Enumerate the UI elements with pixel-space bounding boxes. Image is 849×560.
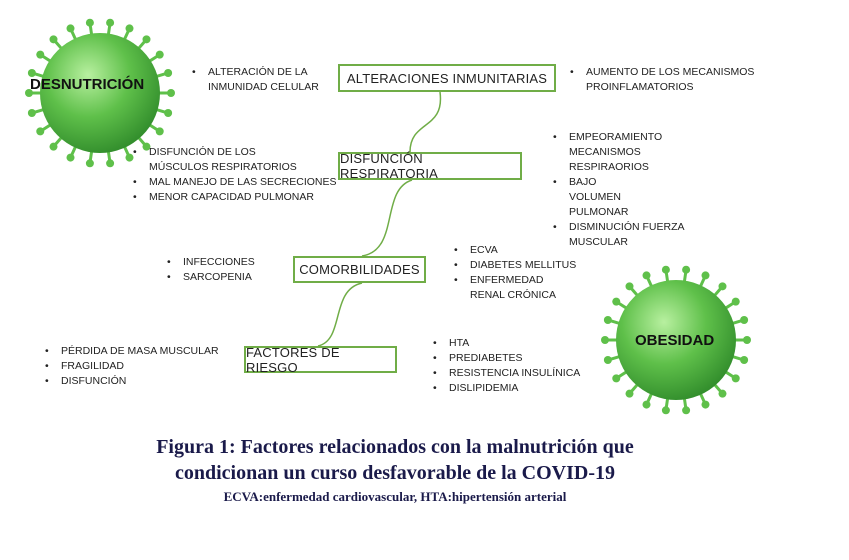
virus-spike-tip <box>85 159 94 168</box>
virus-spike-tip <box>49 35 58 44</box>
virus-spike-tip <box>625 389 634 398</box>
virus-spike-tip <box>49 142 58 151</box>
virus-label-obesidad: OBESIDAD <box>635 332 715 349</box>
list-item: DIABETES MELLITUS <box>454 258 600 273</box>
virus-spike-tip <box>642 271 651 280</box>
list-item: DISLIPIDEMIA <box>433 381 609 396</box>
virus-spike-tip <box>36 127 45 136</box>
list-item: AUMENTO DE LOS MECANISMOS PROINFLAMATORI… <box>570 65 786 95</box>
virus-spike-tip <box>66 153 75 162</box>
virus-spike-tip <box>155 50 164 59</box>
list-item: ECVA <box>454 243 600 258</box>
list-item: MENOR CAPACIDAD PULMONAR <box>133 190 349 205</box>
virus-spike-tip <box>740 356 749 365</box>
list-immune-right: AUMENTO DE LOS MECANISMOS PROINFLAMATORI… <box>568 65 786 95</box>
connector-3 <box>317 282 363 347</box>
list-item: FRAGILIDAD <box>45 359 251 374</box>
caption-note: ECVA:enfermedad cardiovascular, HTA:hipe… <box>223 489 567 504</box>
virus-spike-tip <box>142 35 151 44</box>
virus-desnutricion-icon <box>25 18 175 168</box>
list-item: HTA <box>433 336 609 351</box>
virus-spike-tip <box>682 265 691 274</box>
virus-spike-tip <box>603 315 612 324</box>
virus-spike-tip <box>701 400 710 409</box>
list-risk-left: PÉRDIDA DE MASA MUSCULAR FRAGILIDAD DISF… <box>43 344 251 389</box>
virus-spike-tip <box>612 374 621 383</box>
list-item: PREDIABETES <box>433 351 609 366</box>
virus-spike-tip <box>164 68 173 77</box>
box-alteraciones-inmunitarias: ALTERACIONES INMUNITARIAS <box>338 64 556 92</box>
virus-spike-tip <box>167 89 175 97</box>
virus-spike-tip <box>106 159 115 168</box>
box-disfuncion-respiratoria: DISFUNCIÓN RESPIRATORIA <box>338 151 522 181</box>
list-item: ENFERMEDAD RENAL CRÓNICA <box>454 273 580 303</box>
list-item: DISFUNCIÓN DE LOS MÚSCULOS RESPIRATORIOS <box>133 145 309 175</box>
virus-spike-tip <box>718 389 727 398</box>
list-item: INFECCIONES <box>167 255 303 270</box>
virus-spike-tip <box>625 282 634 291</box>
list-item: RESISTENCIA INSULÍNICA <box>433 366 609 381</box>
list-item: MAL MANEJO DE LAS SECRECIONES <box>133 175 349 190</box>
virus-spike-tip <box>106 18 115 27</box>
virus-spike-tip <box>66 24 75 33</box>
virus-spike-tip <box>661 265 670 274</box>
box-factores-de-riesgo: FACTORES DE RIESGO <box>244 345 397 375</box>
virus-spike-tip <box>731 297 740 306</box>
virus-spike-tip <box>27 109 36 118</box>
virus-body <box>40 33 160 153</box>
virus-spike-tip <box>661 406 670 415</box>
virus-spike-tip <box>731 374 740 383</box>
virus-spike-tip <box>743 336 751 344</box>
virus-spike-tip <box>701 271 710 280</box>
virus-spike-tip <box>125 24 134 33</box>
virus-spike-tip <box>36 50 45 59</box>
virus-label-desnutricion: DESNUTRICIÓN <box>30 76 145 93</box>
virus-spike-tip <box>740 315 749 324</box>
virus-spike-tip <box>125 153 134 162</box>
caption-line-1: Figura 1: Factores relacionados con la m… <box>156 436 634 458</box>
virus-spike-tip <box>155 127 164 136</box>
connector-1 <box>409 91 442 153</box>
virus-spike-tip <box>25 89 33 97</box>
list-item: DISFUNCIÓN <box>45 374 251 389</box>
virus-spike-tip <box>682 406 691 415</box>
list-comorb-right: ECVA DIABETES MELLITUS ENFERMEDAD RENAL … <box>452 243 600 303</box>
virus-spike-tip <box>718 282 727 291</box>
list-resp-right: EMPEORAMIENTO MECANISMOS RESPIRAORIOS BA… <box>551 130 689 250</box>
list-item: BAJO VOLUMEN PULMONAR <box>553 175 649 220</box>
list-item: EMPEORAMIENTO MECANISMOS RESPIRAORIOS <box>553 130 669 175</box>
caption-line-2: condicionan un curso desfavorable de la … <box>174 462 616 484</box>
virus-body <box>616 280 736 400</box>
list-item: ALTERACIÓN DE LA INMUNIDAD CELULAR <box>192 65 338 95</box>
virus-spike-tip <box>164 109 173 118</box>
list-risk-right: HTA PREDIABETES RESISTENCIA INSULÍNICA D… <box>431 336 609 396</box>
list-immune-left: ALTERACIÓN DE LA INMUNIDAD CELULAR <box>190 65 338 95</box>
list-comorb-left: INFECCIONES SARCOPENIA <box>165 255 303 285</box>
box-comorbilidades: COMORBILIDADES <box>293 256 426 283</box>
list-item: SARCOPENIA <box>167 270 303 285</box>
connector-2 <box>361 179 413 257</box>
virus-spike-tip <box>27 68 36 77</box>
virus-spike-tip <box>642 400 651 409</box>
virus-spike-tip <box>612 297 621 306</box>
list-item: PÉRDIDA DE MASA MUSCULAR <box>45 344 251 359</box>
virus-obesidad-icon <box>601 265 751 415</box>
list-resp-left: DISFUNCIÓN DE LOS MÚSCULOS RESPIRATORIOS… <box>131 145 349 205</box>
virus-spike-tip <box>85 18 94 27</box>
